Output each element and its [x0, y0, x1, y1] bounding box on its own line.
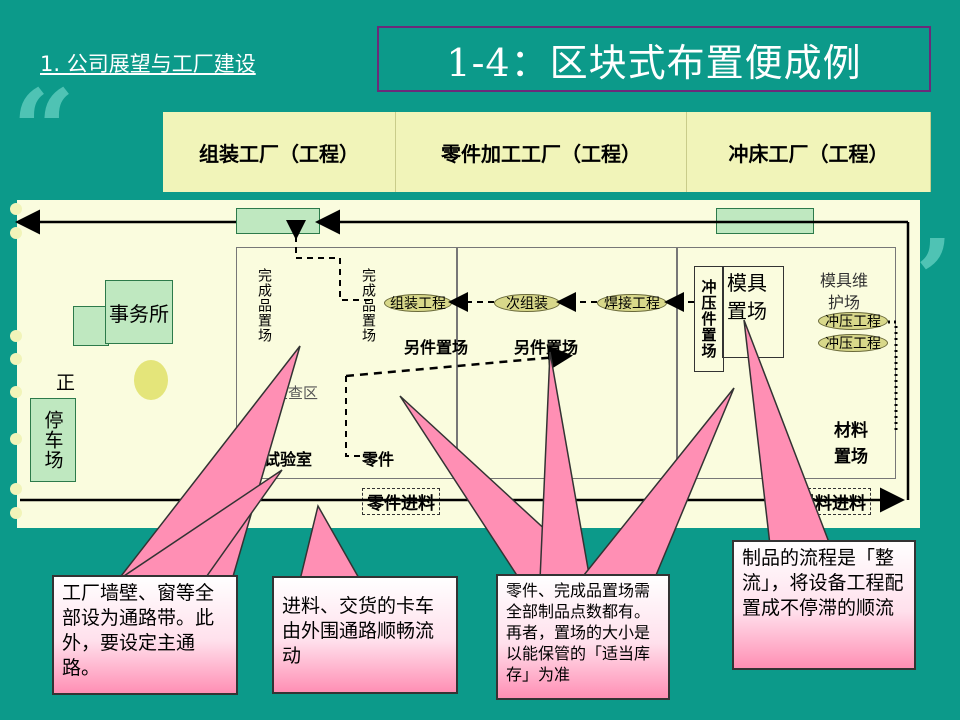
circle-icon [10, 483, 22, 495]
circle-icon [10, 330, 22, 342]
circle-icon [10, 507, 22, 519]
callout-pointer [299, 503, 362, 581]
office-annex [73, 306, 109, 346]
parking-area: 停车场 [30, 398, 76, 482]
parking-label: 正 [56, 372, 76, 394]
output-box [236, 208, 320, 234]
circle-icon [10, 386, 22, 398]
section-title: 1. 公司展望与工厂建设 [40, 52, 256, 76]
parts-flow [345, 345, 573, 378]
product-flow [286, 220, 372, 301]
parts-flow [345, 376, 360, 457]
banner-press: 冲床工厂（工程） [687, 112, 931, 192]
office: 事务所 [105, 280, 173, 344]
process-oval: 焊接工程 [597, 294, 667, 312]
callout-pointer [578, 387, 735, 581]
callout-pointer [743, 319, 832, 546]
callout-storage: 零件、完成品置场需全部制品点数都有。再者，置场的大小是以能保管的「适当库存」为准 [496, 574, 670, 700]
material-flow [888, 320, 898, 430]
press-parts-area: 冲压件置场 [694, 266, 724, 372]
press-process-oval: 冲压工程 [818, 334, 888, 352]
process-oval: 次组装 [494, 294, 560, 312]
tree-icon [134, 360, 168, 400]
callout-trucks: 进料、交货的卡车由外围通路顺畅流动 [272, 576, 458, 694]
finished-goods-area: 完成品置场 [256, 268, 272, 343]
other-parts-area: 另件置场 [404, 338, 469, 357]
callout-flow: 制品的流程是「整流」，将设备工程配置成不停滞的顺流 [732, 540, 916, 670]
material-area: 材料置场 [834, 421, 868, 467]
circle-icon [10, 433, 22, 445]
parts-label: 零件 [362, 450, 395, 469]
assembly-zone [236, 247, 458, 479]
circle-icon [10, 353, 22, 365]
press-process-oval: 冲压工程 [818, 312, 888, 330]
mold-maintenance: 模具维护场 [819, 271, 868, 312]
lab: 试验室 [264, 450, 313, 469]
finished-goods-area: 完成品置场 [360, 268, 376, 343]
callout-pointer [539, 351, 591, 581]
slide-title: 1-4：区块式布置便成例 [377, 26, 931, 92]
banner-assembly: 组装工厂（工程） [163, 112, 396, 192]
banner-parts: 零件加工工厂（工程） [396, 112, 687, 192]
decorative-quote-icon: “ [12, 65, 76, 194]
callout-walls: 工厂墙壁、窗等全部设为通路带。此外，要设定主通路。 [52, 575, 238, 695]
